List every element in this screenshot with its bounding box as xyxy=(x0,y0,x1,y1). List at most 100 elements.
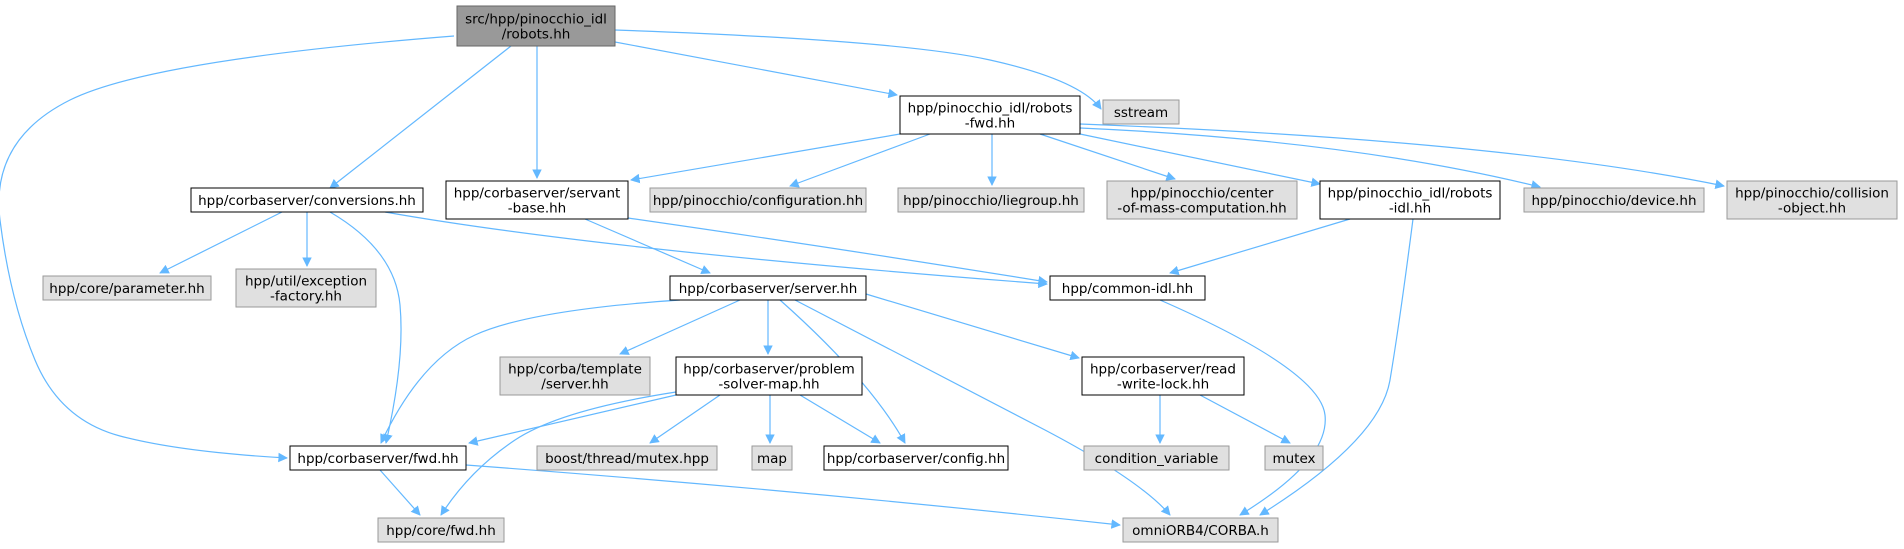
node-label: boost/thread/mutex.hpp xyxy=(545,451,709,467)
edge-psmap-to-boost_mutex xyxy=(649,394,721,444)
node-label: hpp/pinocchio/liegroup.hh xyxy=(903,193,1079,209)
node-box xyxy=(1102,99,1180,125)
node-box xyxy=(499,356,651,396)
node-label: condition_variable xyxy=(1095,451,1219,467)
node-common_idl[interactable]: hpp/common-idl.hh xyxy=(1049,275,1206,301)
edge-robots_fwd-to-com xyxy=(1039,133,1176,181)
node-label: -fwd.hh xyxy=(965,116,1015,132)
edge-robots_fwd-to-robots_idl xyxy=(1079,133,1321,187)
node-label: hpp/pinocchio_idl/robots xyxy=(1328,186,1493,202)
node-label: hpp/corba/template xyxy=(508,362,642,378)
node-label: -of-mass-computation.hh xyxy=(1117,201,1286,217)
node-label: hpp/common-idl.hh xyxy=(1062,281,1193,297)
node-box xyxy=(899,95,1081,135)
node-label: hpp/util/exception xyxy=(245,274,367,290)
node-label: map xyxy=(757,451,787,467)
node-label: -object.hh xyxy=(1778,201,1846,217)
node-box xyxy=(377,517,505,543)
node-label: hpp/core/fwd.hh xyxy=(386,523,496,539)
node-corba_h: omniORB4/CORBA.h xyxy=(1122,517,1279,543)
node-label: /robots.hh xyxy=(502,27,571,43)
node-com: hpp/pinocchio/center-of-mass-computation… xyxy=(1106,180,1298,220)
node-box xyxy=(1122,517,1279,543)
node-parameter: hpp/core/parameter.hh xyxy=(42,275,212,301)
node-cs_fwd[interactable]: hpp/corbaserver/fwd.hh xyxy=(289,445,467,471)
node-config[interactable]: hpp/corbaserver/config.hh xyxy=(823,445,1009,471)
node-server[interactable]: hpp/corbaserver/server.hh xyxy=(669,275,867,301)
edge-conversions-to-cs_fwd xyxy=(329,211,402,444)
node-box xyxy=(456,5,616,47)
node-label: hpp/corbaserver/config.hh xyxy=(827,451,1005,467)
edge-rwlock-to-mutex xyxy=(1199,394,1291,444)
edge-robots_fwd-to-servant_base xyxy=(630,133,901,184)
node-label: mutex xyxy=(1272,451,1315,467)
node-device: hpp/pinocchio/device.hh xyxy=(1523,187,1705,213)
node-box xyxy=(897,187,1085,213)
node-box xyxy=(669,275,867,301)
edge-servant_base-to-server xyxy=(584,218,711,274)
node-box xyxy=(1081,356,1245,396)
node-box xyxy=(1726,180,1898,220)
node-box xyxy=(445,180,629,220)
edge-root-to-cs_fwd xyxy=(0,35,455,463)
node-rwlock[interactable]: hpp/corbaserver/read-write-lock.hh xyxy=(1081,356,1245,396)
node-psmap[interactable]: hpp/corbaserver/problem-solver-map.hh xyxy=(675,356,863,396)
edge-servant_base-to-common_idl xyxy=(627,217,1048,286)
node-servant_base[interactable]: hpp/corbaserver/servant-base.hh xyxy=(445,180,629,220)
edge-server-to-corba_template xyxy=(619,299,741,355)
node-label: src/hpp/pinocchio_idl xyxy=(465,12,607,28)
edge-robots_fwd-to-configuration xyxy=(789,133,931,188)
edge-root-to-robots_fwd xyxy=(614,41,898,99)
node-conversions[interactable]: hpp/corbaserver/conversions.hh xyxy=(190,187,424,213)
node-box xyxy=(1264,445,1324,471)
node-label: hpp/corbaserver/read xyxy=(1090,362,1236,378)
edge-conversions-to-common_idl xyxy=(384,211,1048,289)
edge-server-to-rwlock xyxy=(865,293,1080,361)
edge-psmap-to-cs_fwd xyxy=(468,394,677,446)
node-box xyxy=(190,187,424,213)
edge-root-to-conversions xyxy=(329,45,512,189)
node-box xyxy=(1319,180,1501,220)
node-root[interactable]: src/hpp/pinocchio_idl/robots.hh xyxy=(456,5,616,47)
edge-robots_idl-to-common_idl xyxy=(1169,218,1351,276)
edge-root-to-sstream xyxy=(614,29,1102,110)
node-box xyxy=(823,445,1009,471)
node-robots_idl[interactable]: hpp/pinocchio_idl/robots-idl.hh xyxy=(1319,180,1501,220)
node-box xyxy=(1083,445,1230,471)
node-label: -idl.hh xyxy=(1389,201,1431,217)
node-box xyxy=(751,445,793,471)
node-label: hpp/pinocchio_idl/robots xyxy=(908,101,1073,117)
edge-robots_idl-to-corba_h xyxy=(1259,218,1414,516)
node-robots_fwd[interactable]: hpp/pinocchio_idl/robots-fwd.hh xyxy=(899,95,1081,135)
node-label: hpp/core/parameter.hh xyxy=(49,281,204,297)
node-label: hpp/pinocchio/configuration.hh xyxy=(653,193,863,209)
node-label: hpp/corbaserver/servant xyxy=(454,186,621,202)
edge-cs_fwd-to-corba_h xyxy=(465,464,1121,529)
node-box xyxy=(675,356,863,396)
edge-robots_fwd-to-collision xyxy=(1079,123,1725,189)
node-condvar: condition_variable xyxy=(1083,445,1230,471)
node-map: map xyxy=(751,445,793,471)
node-box xyxy=(1523,187,1705,213)
node-label: omniORB4/CORBA.h xyxy=(1132,523,1269,539)
node-label: /server.hh xyxy=(541,377,608,393)
node-box xyxy=(235,268,377,308)
node-box xyxy=(536,445,718,471)
node-label: -base.hh xyxy=(508,201,566,217)
edge-server-to-corba_h xyxy=(794,299,1171,516)
node-core_fwd: hpp/core/fwd.hh xyxy=(377,517,505,543)
edge-psmap-to-core_fwd xyxy=(440,391,677,516)
edge-psmap-to-config xyxy=(799,394,881,444)
edges-layer xyxy=(0,29,1725,529)
node-boost_mutex: boost/thread/mutex.hpp xyxy=(536,445,718,471)
edge-cs_fwd-to-core_fwd xyxy=(379,469,421,516)
node-collision: hpp/pinocchio/collision-object.hh xyxy=(1726,180,1898,220)
nodes-layer: src/hpp/pinocchio_idl/robots.hh hpp/pinoc… xyxy=(42,5,1898,543)
node-label: hpp/pinocchio/collision xyxy=(1735,186,1889,202)
node-mutex: mutex xyxy=(1264,445,1324,471)
node-configuration: hpp/pinocchio/configuration.hh xyxy=(649,187,867,213)
node-exception: hpp/util/exception-factory.hh xyxy=(235,268,377,308)
edge-common_idl-to-corba_h xyxy=(1159,299,1326,516)
node-label: hpp/corbaserver/fwd.hh xyxy=(297,451,458,467)
